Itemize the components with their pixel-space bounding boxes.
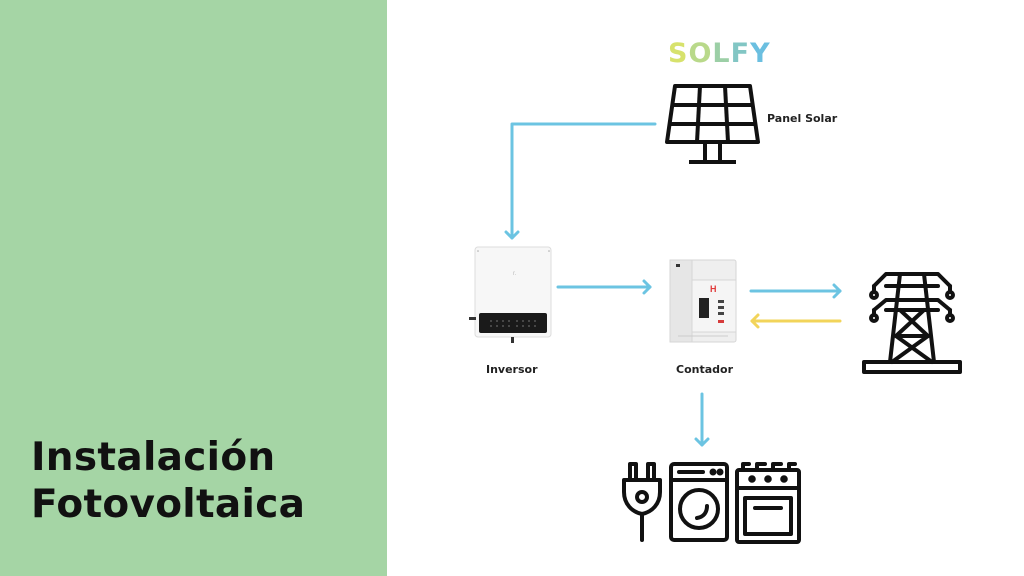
plug-icon bbox=[622, 462, 662, 542]
solar-panel-icon bbox=[665, 84, 760, 164]
meter-label: Contador bbox=[676, 363, 733, 376]
slide-title: Instalación Fotovoltaica bbox=[31, 434, 305, 528]
washing-machine-icon bbox=[669, 462, 729, 542]
svg-text:r.: r. bbox=[513, 271, 517, 277]
inverter-label: Inversor bbox=[486, 363, 538, 376]
logo-letter-l: L bbox=[712, 38, 731, 69]
logo-letter-s: S bbox=[668, 38, 689, 69]
title-line-1: Instalación bbox=[31, 435, 276, 480]
oven-icon bbox=[735, 462, 801, 544]
energy-meter-device: H bbox=[668, 256, 743, 346]
logo-letter-y: Y bbox=[750, 38, 771, 69]
title-panel bbox=[0, 0, 387, 576]
solar-panel-label: Panel Solar bbox=[767, 112, 838, 125]
logo-letter-f: F bbox=[730, 38, 751, 69]
title-line-2: Fotovoltaica bbox=[31, 482, 306, 527]
power-tower-icon bbox=[862, 272, 962, 374]
inverter-device: r. bbox=[469, 245, 557, 343]
solfy-logo: SOLFY bbox=[668, 38, 771, 69]
svg-text:H: H bbox=[710, 284, 717, 294]
logo-letter-o: O bbox=[688, 38, 713, 69]
